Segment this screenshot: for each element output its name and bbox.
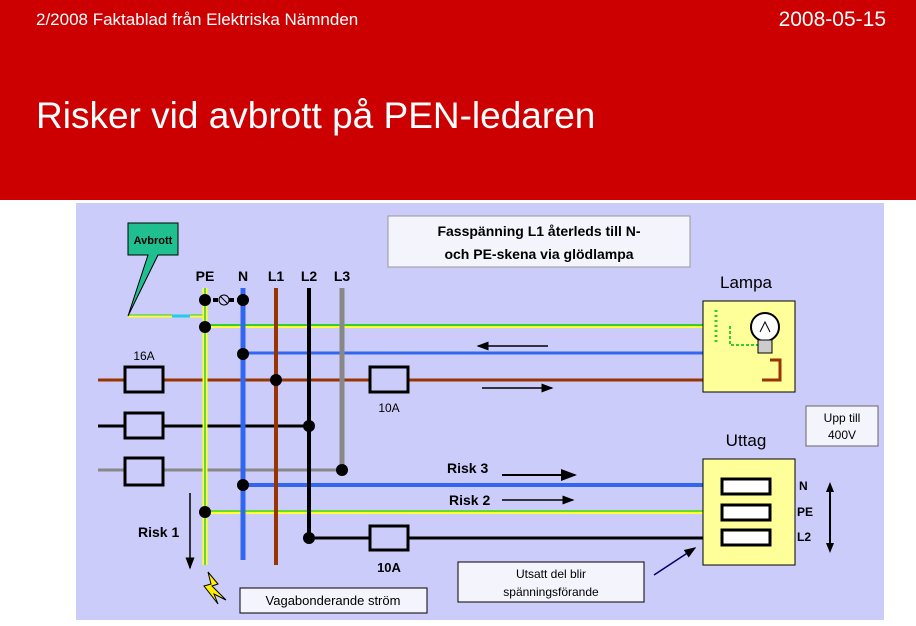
lamp-box [702, 300, 796, 393]
header-subtitle: 2/2008 Faktablad från Elektriska Nämnden [36, 10, 359, 29]
risk-3-label: Risk 3 [447, 460, 488, 476]
header-banner: 2/2008 Faktablad från Elektriska Nämnden… [0, 0, 916, 200]
fuses [123, 365, 410, 552]
svg-text:Utsatt del blir: Utsatt del blir [516, 567, 586, 581]
svg-text:och PE-skena via glödlampa: och PE-skena via glödlampa [444, 246, 633, 262]
label-l2: L2 [301, 268, 318, 284]
svg-text:spänningsförande: spänningsförande [503, 585, 599, 599]
label-l3: L3 [334, 268, 351, 284]
avbrott-callout: Avbrott [127, 222, 179, 317]
svg-text:Fasspänning L1 återleds till N: Fasspänning L1 återleds till N- [437, 223, 640, 239]
lamp-label: Lampa [720, 273, 773, 292]
exposed-part-box: Utsatt del blir spänningsförande [457, 561, 645, 603]
svg-text:PE: PE [797, 505, 813, 519]
outlet-box [702, 458, 796, 566]
svg-text:Vagabonderande ström: Vagabonderande ström [266, 593, 401, 608]
fuse-16a-label: 16A [133, 349, 154, 363]
svg-text:Upp till: Upp till [824, 411, 861, 425]
lightning-icon [203, 571, 227, 605]
voltage-box: Upp till 400V [805, 405, 879, 447]
fuse-lamp-label: 10A [378, 401, 399, 415]
stray-current-box: Vagabonderande ström [239, 587, 428, 614]
risk-1-label: Risk 1 [138, 524, 179, 540]
header-date: 2008-05-15 [778, 8, 886, 31]
conductor-labels: PE N L1 L2 L3 [196, 268, 351, 284]
voltage-double-arrow [826, 482, 834, 553]
svg-text:L2: L2 [797, 530, 811, 544]
pen-break-symbol [205, 294, 243, 306]
slot-labels: N PE L2 [797, 479, 813, 544]
exposed-part-arrow [653, 547, 697, 576]
risk-2-label: Risk 2 [449, 492, 490, 508]
svg-text:Avbrott: Avbrott [134, 235, 173, 247]
page-title: Risker vid avbrott på PEN-ledaren [36, 95, 596, 136]
label-n: N [238, 268, 248, 284]
outlet-label: Uttag [726, 431, 767, 450]
busbars [202, 288, 345, 565]
light-bulb-icon [750, 312, 780, 354]
fuse-outlet-label: 10A [377, 560, 401, 575]
svg-text:N: N [799, 479, 808, 493]
label-pe: PE [196, 268, 215, 284]
label-l1: L1 [268, 268, 285, 284]
svg-text:400V: 400V [828, 428, 856, 442]
junction-dots [199, 294, 348, 544]
info-box: Fasspänning L1 återleds till N- och PE-s… [387, 215, 691, 268]
